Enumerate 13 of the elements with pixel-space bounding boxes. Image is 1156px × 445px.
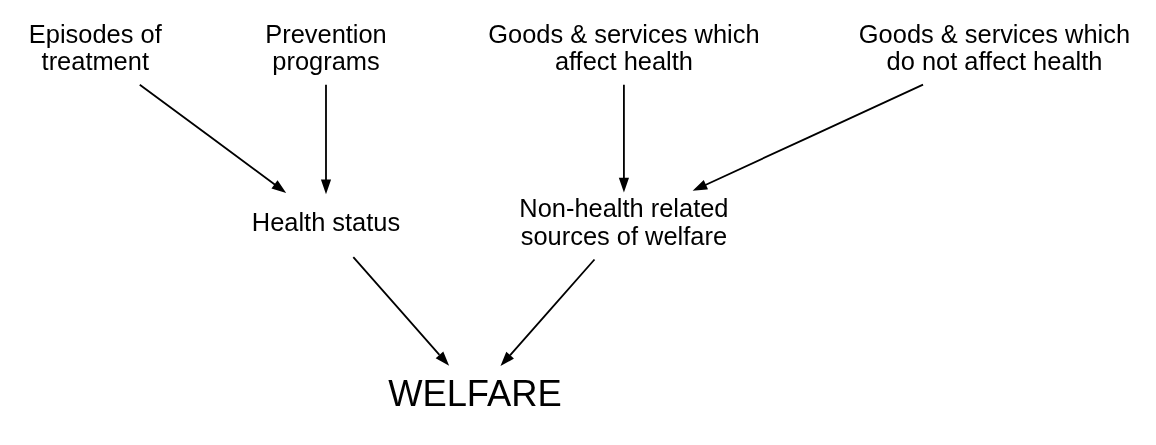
arrow xyxy=(138,83,286,194)
arrow xyxy=(692,83,924,191)
node-text: WELFARE xyxy=(387,372,562,414)
node-text: Prevention programs xyxy=(264,20,387,76)
node-text: Goods & services which affect health xyxy=(487,20,760,76)
node-text: Episodes of treatment xyxy=(28,20,162,76)
arrow xyxy=(351,256,449,366)
node-text: Health status xyxy=(251,208,400,237)
arrow xyxy=(618,83,629,193)
arrow xyxy=(500,258,595,367)
node-text: Goods & services which do not affect health xyxy=(858,20,1130,76)
node-text: Non-health related sources of welfare xyxy=(518,194,728,250)
arrow xyxy=(320,83,331,195)
